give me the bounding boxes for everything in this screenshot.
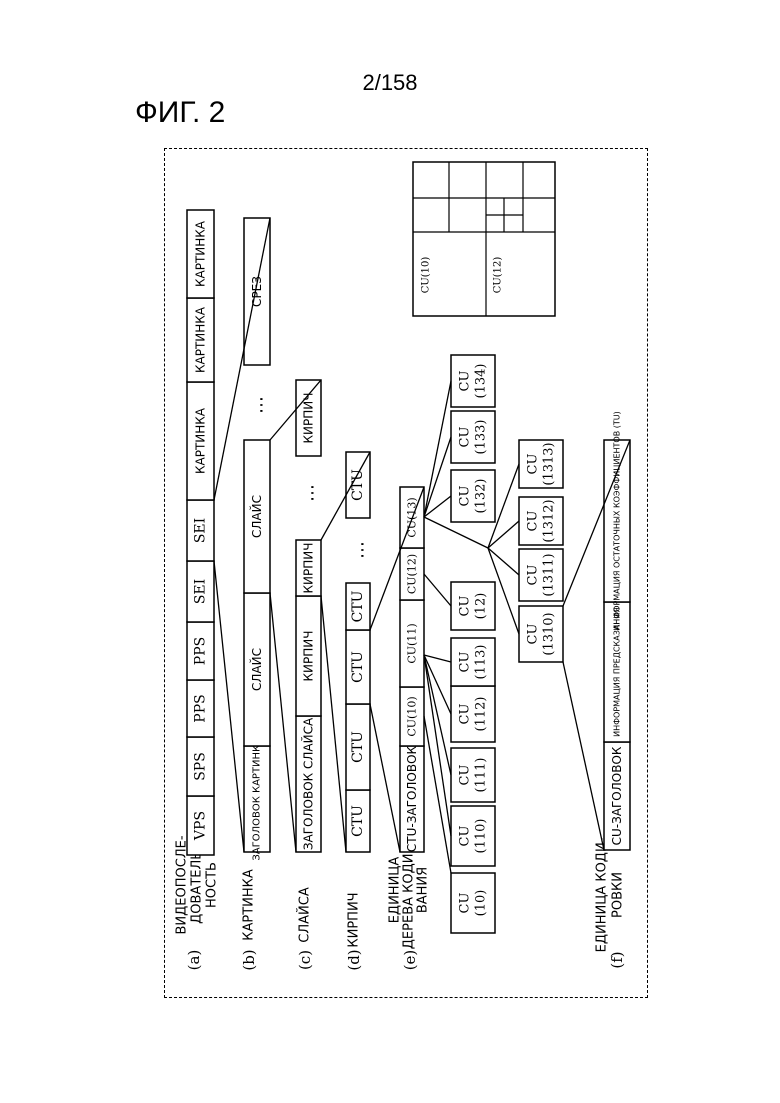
residual-info-label: ИНФОРМАЦИЯ ОСТАТОЧНЫХ КОЭФФИЦИЕНТОВ (TU) — [613, 411, 622, 630]
cu11-child-0-label: (110) — [474, 819, 489, 854]
cu131-child-1-label: CU — [526, 565, 541, 586]
ellipsis-d: … — [348, 541, 369, 559]
row-label-a: ДОВАТЕЛЬ- — [190, 846, 205, 924]
cu11-child-1-label: (111) — [474, 758, 489, 793]
slice-header-label: ЗАГОЛОВОК СЛАЙСА — [301, 717, 316, 850]
ctu-header-label: CTU-ЗАГОЛОВОК — [405, 745, 419, 852]
row-marker-e: (e) — [401, 950, 419, 971]
cu131-child-3-label: CU — [526, 454, 541, 475]
cu12-node-label: CU — [458, 596, 473, 617]
cu11-child-0-label: CU — [458, 826, 473, 847]
expand-line-d-bottom — [321, 596, 346, 852]
seq-item-1-label: SPS — [193, 752, 209, 781]
ellipsis-c: … — [298, 484, 319, 502]
row-marker-f: (f) — [608, 951, 626, 968]
cu12-node-label: (12) — [474, 593, 489, 620]
cu12-box-label: CU(12) — [406, 554, 419, 594]
picture-header-label: ЗАГОЛОВОК КАРТИНКИ — [252, 737, 263, 860]
expand-line-c-bottom — [270, 593, 296, 852]
cu131-child-2-label: CU — [526, 511, 541, 532]
seq-item-0-label: VPS — [193, 811, 209, 841]
brick-box-1-label: КИРПИЧ — [302, 631, 316, 682]
row-marker-b: (b) — [240, 949, 258, 970]
expand-line-e-bottom — [370, 704, 400, 852]
row-label-d: КИРПИЧ — [347, 892, 362, 947]
connector-line — [424, 655, 451, 662]
cu10-box-label: CU(10) — [406, 696, 419, 736]
partition-label-cu10: CU(10) — [421, 257, 432, 294]
row-marker-c: (c) — [296, 950, 314, 970]
expand-line-f-bottom — [563, 662, 604, 850]
seq-item-5-label: SEI — [193, 518, 209, 543]
cu10-node-label: CU — [458, 893, 473, 914]
row-label-c: СЛАЙСА — [297, 887, 313, 943]
row-label-f: ЕДИНИЦА КОДИ- — [595, 837, 610, 952]
row-label-b: КАРТИНКА — [242, 869, 257, 941]
cu-header-label: CU-ЗАГОЛОВОК — [610, 746, 624, 845]
row-marker-a: (a) — [185, 950, 203, 971]
cu131-child-0-label: CU — [526, 624, 541, 645]
cu11-child-2-label: (112) — [474, 697, 489, 732]
row-label-f: РОВКИ — [611, 872, 626, 918]
ctu-box-2-label: CTU — [350, 731, 366, 763]
slice-box-2-label: СЛАЙС — [249, 495, 264, 538]
cu13-child-2-label: CU — [458, 371, 473, 392]
connector-line — [424, 655, 451, 836]
seq-item-2-label: PPS — [193, 694, 209, 722]
cu13-child-1-label: CU — [458, 427, 473, 448]
cu13-child-0-label: (132) — [474, 479, 489, 514]
cu13-child-2-label: (134) — [474, 364, 489, 399]
partition-grid — [413, 162, 555, 316]
expand-line-b-bottom — [214, 561, 244, 852]
cu11-child-3-label: (113) — [474, 645, 489, 680]
cu13-child-1-label: (133) — [474, 420, 489, 455]
slice-box-1-label: СЛАЙС — [249, 648, 264, 691]
row-label-e: ВАНИЯ — [416, 867, 431, 913]
ctu-box-1-label: CTU — [350, 805, 366, 837]
connector-line — [424, 716, 451, 873]
seq-item-6-label: КАРТИНКА — [194, 407, 208, 474]
partition-label-cu12: CU(12) — [493, 257, 504, 294]
seq-item-4-label: SEI — [193, 579, 209, 604]
cu131-child-2-label: (1312) — [542, 499, 557, 542]
ctu-box-3-label: CTU — [350, 651, 366, 683]
row-label-a: НОСТЬ — [205, 862, 220, 908]
ctu-box-4-label: CTU — [350, 590, 366, 622]
cu11-child-1-label: CU — [458, 765, 473, 786]
cu131-child-3-label: (1313) — [542, 442, 557, 485]
ellipsis-b: … — [247, 396, 268, 414]
cu131-child-1-label: (1311) — [542, 553, 557, 596]
cu13-child-0-label: CU — [458, 486, 473, 507]
brick-box-2-label: КИРПИЧ — [302, 543, 316, 594]
seq-item-8-label: КАРТИНКА — [194, 220, 208, 287]
cu10-node-label: (10) — [474, 890, 489, 917]
row-label-e: ЕДИНИЦА — [388, 857, 403, 924]
cu11-child-2-label: CU — [458, 704, 473, 725]
connector-line — [424, 574, 451, 606]
seq-item-3-label: PPS — [193, 637, 209, 665]
connector-line — [424, 655, 451, 775]
cu11-child-3-label: CU — [458, 652, 473, 673]
cu11-box-label: CU(11) — [406, 623, 419, 663]
row-marker-d: (d) — [345, 949, 363, 970]
seq-item-7-label: КАРТИНКА — [194, 306, 208, 373]
cu131-child-0-label: (1310) — [542, 612, 557, 655]
